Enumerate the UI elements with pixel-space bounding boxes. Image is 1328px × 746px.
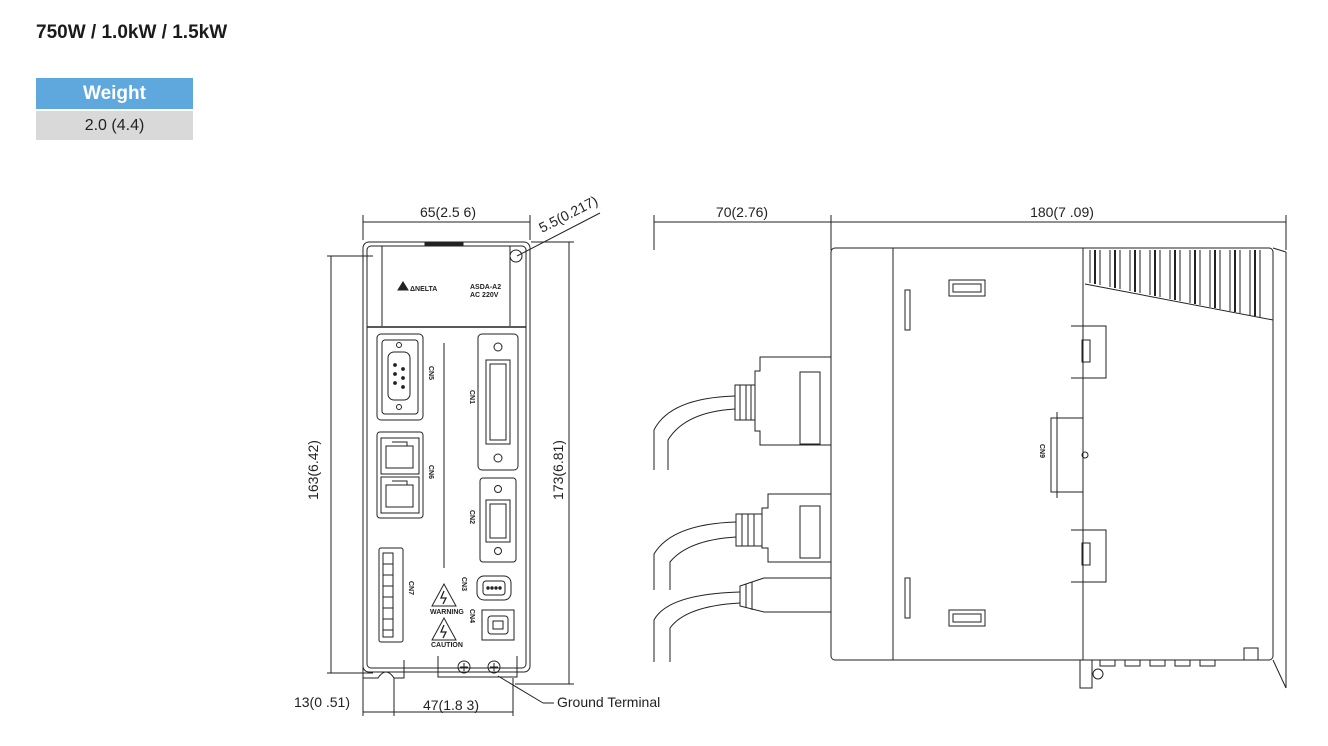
cn7-connector <box>378 547 404 643</box>
model-label: ASDA-A2 <box>470 284 501 291</box>
cn4-connector <box>481 609 515 641</box>
ground-terminal <box>437 656 518 678</box>
side-view: 70(2.76) 180(7 .09) <box>653 204 1287 689</box>
cn6-label: CN6 <box>427 465 434 479</box>
dim-front-width: 65(2.5 6) <box>420 204 476 220</box>
brand-label: ΔNELTA <box>410 286 437 293</box>
weight-value: 2.0 (4.4) <box>36 111 193 140</box>
weight-table: Weight 2.0 (4.4) <box>36 78 193 140</box>
dim-front-height-inner: 163(6.42) <box>305 440 321 500</box>
weight-header: Weight <box>36 78 193 109</box>
page-title: 750W / 1.0kW / 1.5kW <box>36 22 228 43</box>
cn4-label: CN4 <box>468 609 475 623</box>
cn9-label: CN9 <box>1038 444 1045 458</box>
dim-bottom-mid: 47(1.8 3) <box>423 697 479 713</box>
cable-cn2 <box>653 493 831 590</box>
cable-cn1 <box>653 356 831 470</box>
cn9-connector <box>1050 412 1089 498</box>
voltage-label: AC 220V <box>470 292 499 299</box>
dim-side-connector-depth: 70(2.76) <box>716 204 768 220</box>
cn5-connector <box>376 333 424 421</box>
warning-label: WARNING <box>430 609 464 616</box>
dim-side-depth: 180(7 .09) <box>1030 204 1094 220</box>
caution-label: CAUTION <box>431 642 463 649</box>
caution-icon <box>431 616 457 641</box>
warning-icon <box>431 582 457 607</box>
heatsink-fins <box>1084 250 1274 321</box>
cable-cn3 <box>653 577 831 662</box>
cn6-connector <box>376 431 424 519</box>
cn3-label: CN3 <box>460 577 467 591</box>
ground-terminal-callout: Ground Terminal <box>557 694 660 710</box>
cn2-connector <box>479 477 517 563</box>
dim-front-height-outer: 173(6.81) <box>550 440 566 500</box>
cn1-label: CN1 <box>468 390 475 404</box>
cn1-connector <box>477 333 519 471</box>
cn5-label: CN5 <box>427 366 434 380</box>
cn7-label: CN7 <box>407 581 414 595</box>
dim-bottom-left: 13(0 .51) <box>294 694 350 710</box>
cn2-label: CN2 <box>468 510 475 524</box>
front-view: ΔNELTA ASDA-A2 AC 220V CN5 CN6 <box>294 192 660 716</box>
cn3-connector <box>476 575 512 601</box>
